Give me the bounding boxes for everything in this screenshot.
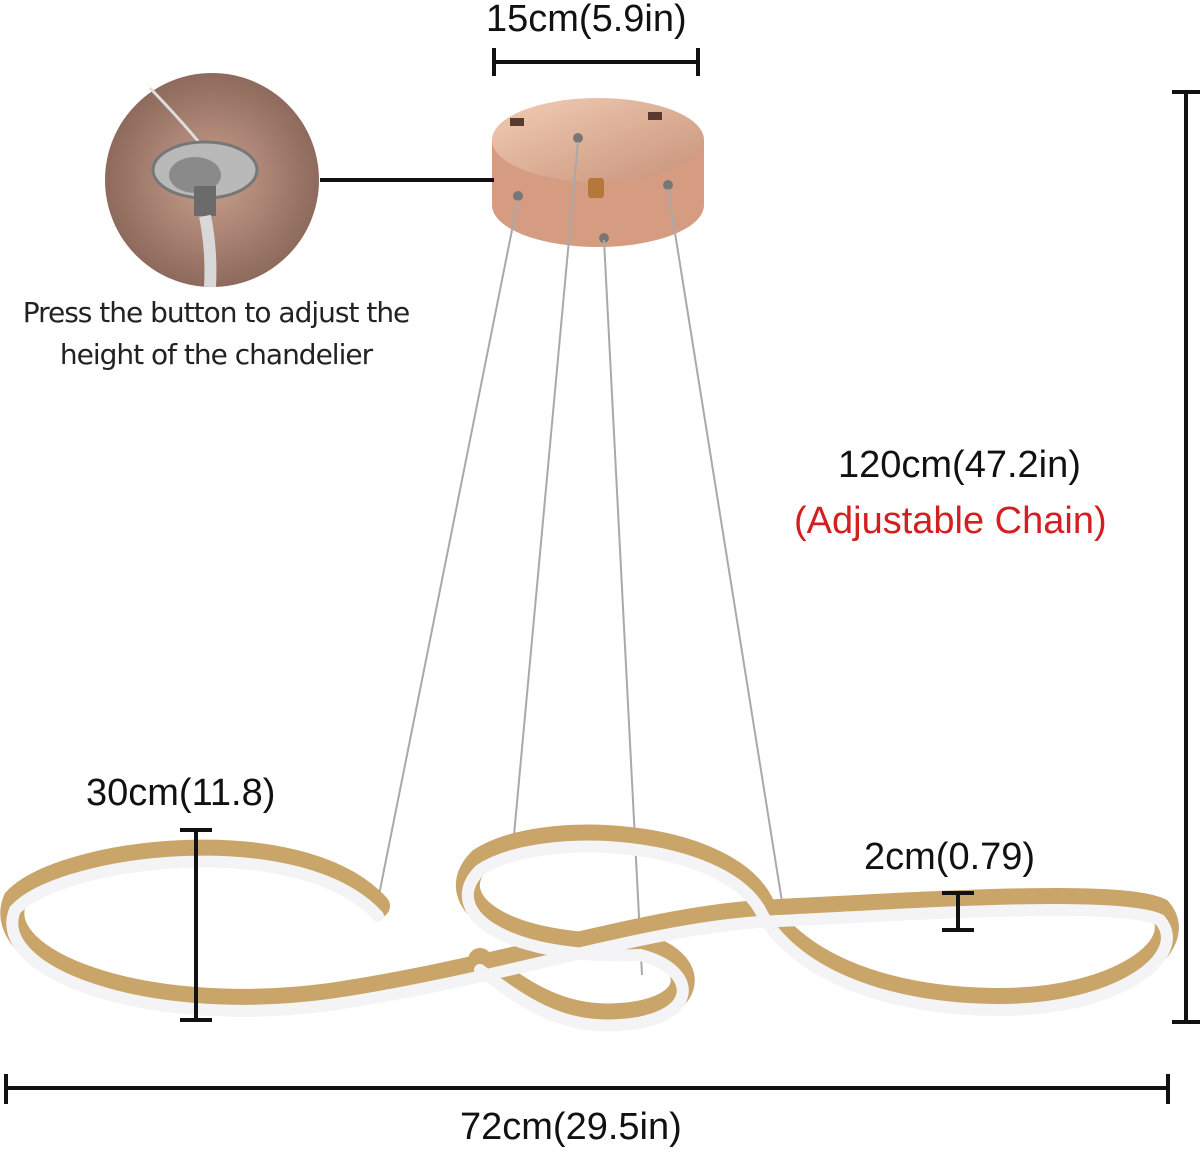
fixture-height-dimension-line bbox=[180, 828, 212, 1022]
suspension-wires bbox=[376, 141, 784, 976]
total-width-label: 72cm(29.5in) bbox=[460, 1106, 682, 1148]
canopy-width-label: 15cm(5.9in) bbox=[486, 0, 687, 40]
led-ribbon-fixture bbox=[0, 824, 1179, 1032]
canopy-width-dimension-line bbox=[492, 48, 700, 76]
button-detail-zoom bbox=[105, 73, 319, 288]
callout-line-1: Press the button to adjust the bbox=[22, 296, 411, 329]
band-thickness-label: 2cm(0.79) bbox=[864, 836, 1036, 878]
fixture-height-label: 30cm(11.8) bbox=[86, 772, 276, 814]
chain-height-label: 120cm(47.2in) bbox=[838, 444, 1081, 486]
adjustable-chain-note: (Adjustable Chain) bbox=[794, 500, 1107, 542]
total-width-dimension-line bbox=[4, 1074, 1170, 1104]
callout-line-2: height of the chandelier bbox=[59, 338, 373, 371]
chain-height-dimension-line bbox=[1172, 90, 1200, 1024]
button-callout-text: Press the button to adjust the height of… bbox=[10, 292, 422, 376]
ceiling-canopy bbox=[492, 98, 704, 247]
band-thickness-dimension-line bbox=[942, 891, 974, 932]
